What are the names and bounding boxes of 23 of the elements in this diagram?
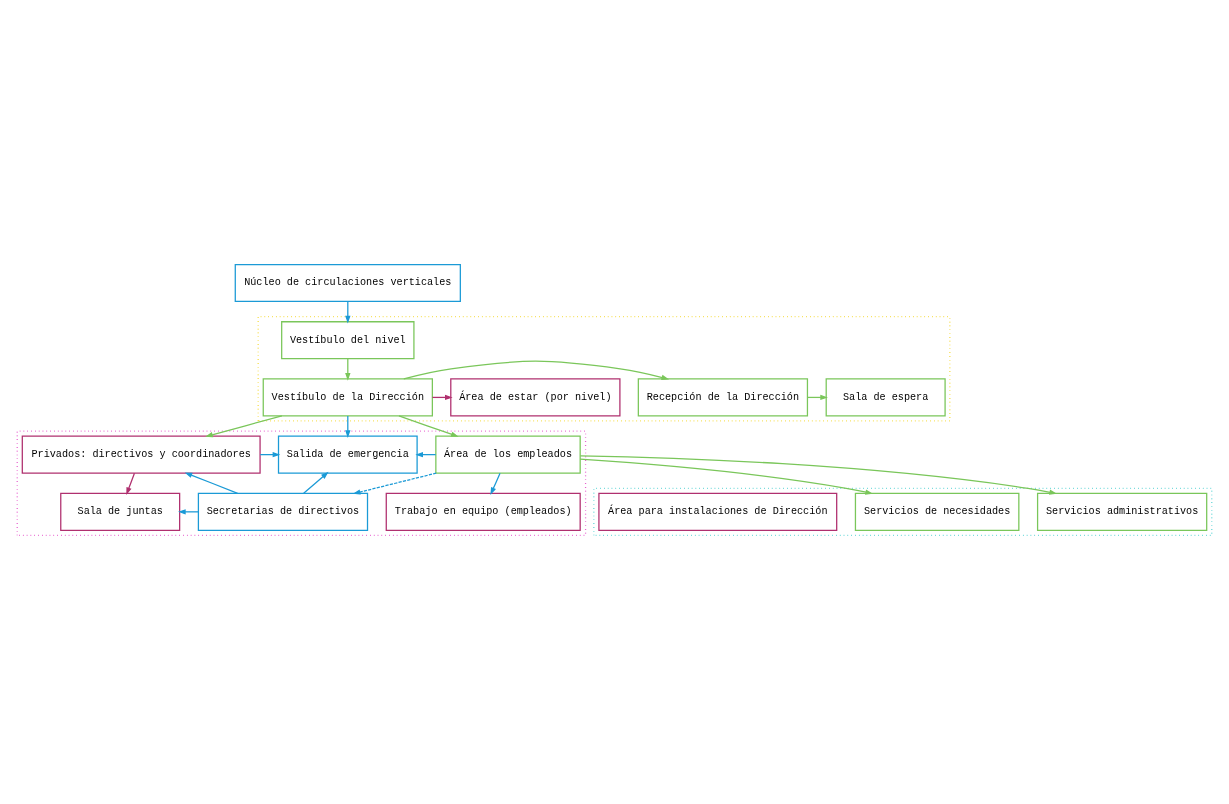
node-box: Servicios de necesidades (854, 492, 1020, 531)
node-box: Recepción de la Dirección (637, 377, 809, 416)
node-box: Servicios administrativos (1036, 492, 1208, 531)
node-box: Trabajo en equipo (empleados) (385, 492, 581, 531)
node-box: Área de estar (por nivel) (450, 377, 621, 416)
node-box: Sala de espera (825, 377, 946, 416)
node-box: Vestíbulo del nivel (281, 320, 415, 359)
arrow (205, 414, 283, 437)
node-box: Sala de juntas (60, 492, 181, 531)
arrow (490, 472, 501, 495)
arrow (352, 472, 437, 495)
arrow (303, 471, 329, 494)
node-box: Secretarias de directivos (197, 492, 369, 531)
arrow (126, 472, 136, 495)
node-box: Núcleo de circulaciones verticales (234, 263, 461, 302)
arrow (579, 458, 873, 495)
node-box: Salida de emergencia (277, 435, 418, 474)
node-box: Vestíbulo de la Dirección (262, 377, 433, 416)
node-box: Área para instalaciones de Dirección (598, 492, 838, 531)
node-box: Privados: directivos y coordinadores (21, 435, 261, 474)
arrow (579, 454, 1057, 495)
arrow (403, 360, 670, 380)
node-box: Área de los empleados (435, 435, 581, 474)
